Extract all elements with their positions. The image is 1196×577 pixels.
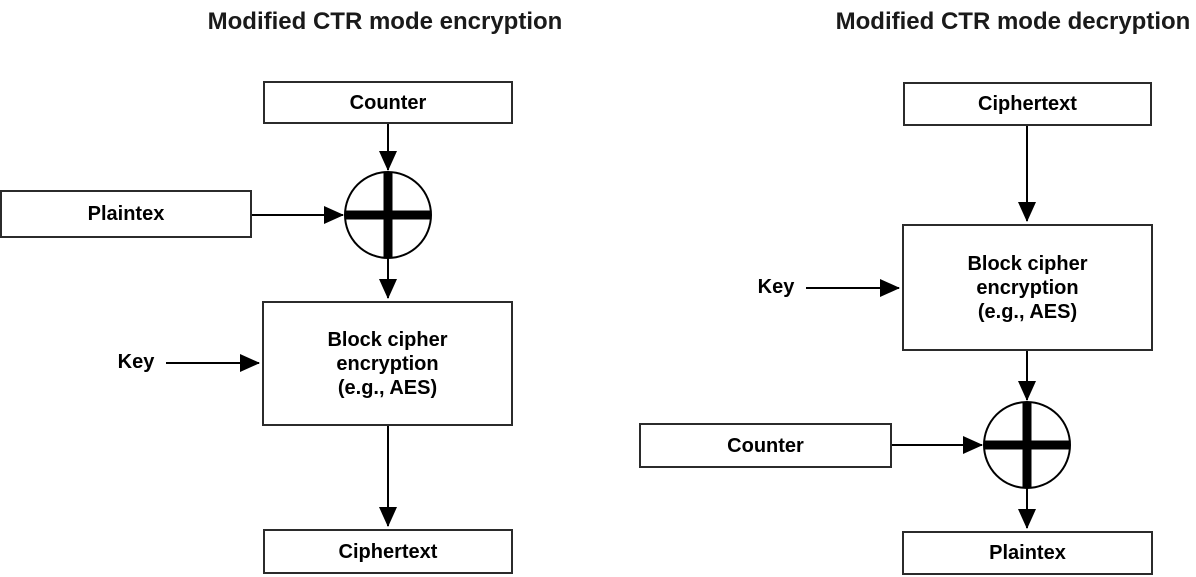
enc-key-label: Key [117,351,155,373]
enc-plaintext-box: Plaintex [0,190,252,238]
xor-icon [344,171,432,259]
dec-block-cipher-line1: Block cipher [967,252,1088,275]
enc-block-cipher-line1: Block cipher [327,328,448,351]
dec-block-cipher-box: Block cipher encryption (e.g., AES) [902,224,1153,351]
enc-counter-label: Counter [349,91,427,114]
enc-ciphertext-label: Ciphertext [338,540,438,563]
dec-block-cipher-line3: (e.g., AES) [977,300,1078,323]
dec-ciphertext-box: Ciphertext [903,82,1152,126]
decryption-title: Modified CTR mode decryption [835,8,1191,35]
xor-icon [983,401,1071,489]
encryption-title: Modified CTR mode encryption [207,8,563,35]
enc-block-cipher-line3: (e.g., AES) [337,376,438,399]
dec-plaintext-label: Plaintex [989,542,1066,564]
enc-plaintext-label: Plaintex [87,203,165,225]
enc-ciphertext-box: Ciphertext [263,529,513,574]
dec-key-label: Key [757,276,795,298]
dec-plaintext-box: Plaintex [902,531,1153,575]
enc-block-cipher-box: Block cipher encryption (e.g., AES) [262,301,513,426]
dec-block-cipher-line2: encryption [976,276,1079,299]
enc-block-cipher-line2: encryption [336,352,439,375]
dec-ciphertext-label: Ciphertext [978,93,1077,115]
dec-counter-box: Counter [639,423,892,468]
enc-counter-box: Counter [263,81,513,124]
dec-counter-label: Counter [727,434,804,457]
